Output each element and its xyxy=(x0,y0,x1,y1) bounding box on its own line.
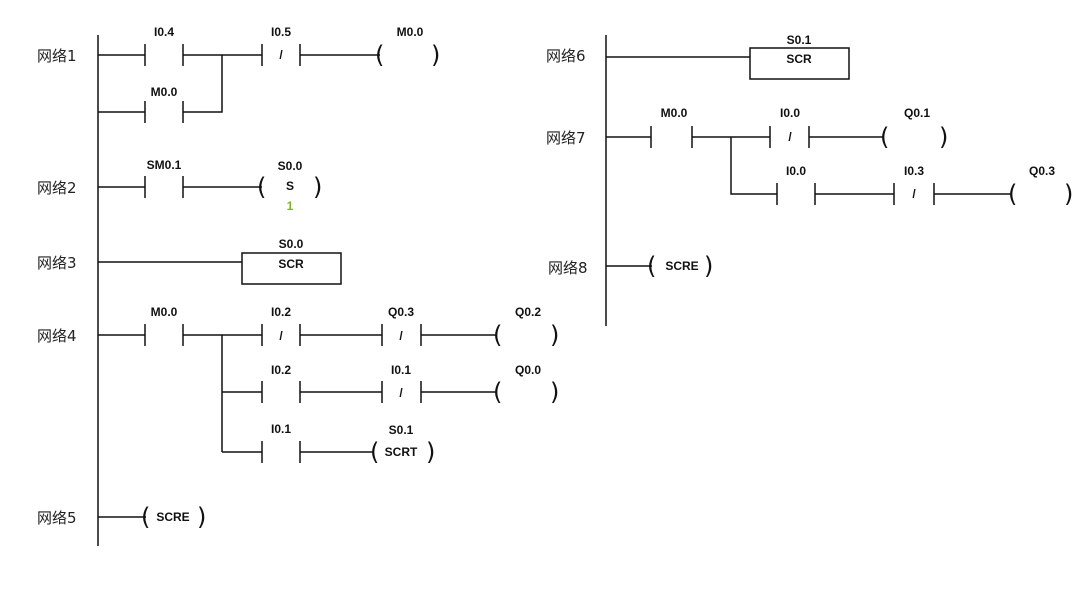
n4-coil1-close: ) xyxy=(550,321,559,349)
n7-contact-i03-label: I0.3 xyxy=(904,164,924,178)
n4-contact-i02-no-label: I0.2 xyxy=(271,363,291,377)
n3-scr-text: SCR xyxy=(278,257,304,271)
n2-coil-s00-label: S0.0 xyxy=(278,159,303,173)
n7-contact-m00-label: M0.0 xyxy=(661,106,688,120)
n2-coil-count: 1 xyxy=(287,199,294,213)
n6-scr-box xyxy=(749,47,850,80)
n4-coil2-close: ) xyxy=(550,378,559,406)
network-3 xyxy=(98,252,342,285)
n2-coil-open: ( xyxy=(257,173,266,201)
n1-coil-open: ( xyxy=(375,41,384,69)
n6-scr-s01-label: S0.1 xyxy=(787,33,812,47)
n4-contact-m00-label: M0.0 xyxy=(151,305,178,319)
n1-contact-m00-label: M0.0 xyxy=(151,85,178,99)
n8-coil-close: ) xyxy=(704,252,713,280)
n4-coil1-open: ( xyxy=(493,321,502,349)
n2-contact-sm01-label: SM0.1 xyxy=(147,158,182,172)
n4-contact-i01-negation: / xyxy=(399,386,403,400)
n2-coil-close: ) xyxy=(313,173,322,201)
network-4 xyxy=(98,324,497,463)
network-4-label: 网络4 xyxy=(37,327,77,345)
n4-contact-i01-no-label: I0.1 xyxy=(271,422,291,436)
n7-coil-q01-label: Q0.1 xyxy=(904,106,930,120)
network-5-label: 网络5 xyxy=(37,509,77,527)
n3-scr-s00-label: S0.0 xyxy=(279,237,304,251)
n4-coil-s01-label: S0.1 xyxy=(389,423,414,437)
n5-coil-open: ( xyxy=(141,503,150,531)
n7-coil-q03-label: Q0.3 xyxy=(1029,164,1055,178)
n8-scre-text: SCRE xyxy=(665,259,698,273)
n1-coil-m00-label: M0.0 xyxy=(397,25,424,39)
n7-coil2-open: ( xyxy=(1008,180,1017,208)
n4-coil-scrt-text: SCRT xyxy=(385,445,418,459)
n7-contact-i03-negation: / xyxy=(912,187,916,201)
n7-contact-i00-negation: / xyxy=(788,130,792,144)
network-8-label: 网络8 xyxy=(548,259,588,277)
n7-coil2-close: ) xyxy=(1064,180,1073,208)
n1-coil-close: ) xyxy=(431,41,440,69)
n4-coil3-open: ( xyxy=(370,438,379,466)
n5-scre-text: SCRE xyxy=(156,510,189,524)
n7-contact-i00-nc-label: I0.0 xyxy=(780,106,800,120)
n4-contact-q03-negation: / xyxy=(399,329,403,343)
n1-contact-i05-negation: / xyxy=(279,48,283,62)
n4-coil-q00-label: Q0.0 xyxy=(515,363,541,377)
n4-contact-q03-label: Q0.3 xyxy=(388,305,414,319)
n8-coil-open: ( xyxy=(647,252,656,280)
n7-coil1-open: ( xyxy=(880,123,889,151)
n4-contact-i02-nc-label: I0.2 xyxy=(271,305,291,319)
n6-scr-text: SCR xyxy=(786,52,812,66)
n4-contact-i01-nc-label: I0.1 xyxy=(391,363,411,377)
network-1-label: 网络1 xyxy=(37,47,77,65)
network-7 xyxy=(606,126,1012,205)
network-1 xyxy=(98,44,380,123)
n4-coil-q02-label: Q0.2 xyxy=(515,305,541,319)
n4-coil2-open: ( xyxy=(493,378,502,406)
n7-contact-i00-no-label: I0.0 xyxy=(786,164,806,178)
n5-coil-close: ) xyxy=(197,503,206,531)
network-3-label: 网络3 xyxy=(37,254,77,272)
n4-contact-i02-negation: / xyxy=(279,329,283,343)
network-6 xyxy=(606,47,850,80)
n1-contact-i04-label: I0.4 xyxy=(154,25,174,39)
n2-coil-set-symbol: S xyxy=(286,179,294,193)
n1-contact-i05-label: I0.5 xyxy=(271,25,291,39)
network-6-label: 网络6 xyxy=(546,47,586,65)
n7-coil1-close: ) xyxy=(939,123,948,151)
network-2-label: 网络2 xyxy=(37,179,77,197)
n4-coil3-close: ) xyxy=(426,438,435,466)
n3-scr-box xyxy=(241,252,342,285)
network-2 xyxy=(98,176,262,198)
network-7-label: 网络7 xyxy=(546,129,586,147)
